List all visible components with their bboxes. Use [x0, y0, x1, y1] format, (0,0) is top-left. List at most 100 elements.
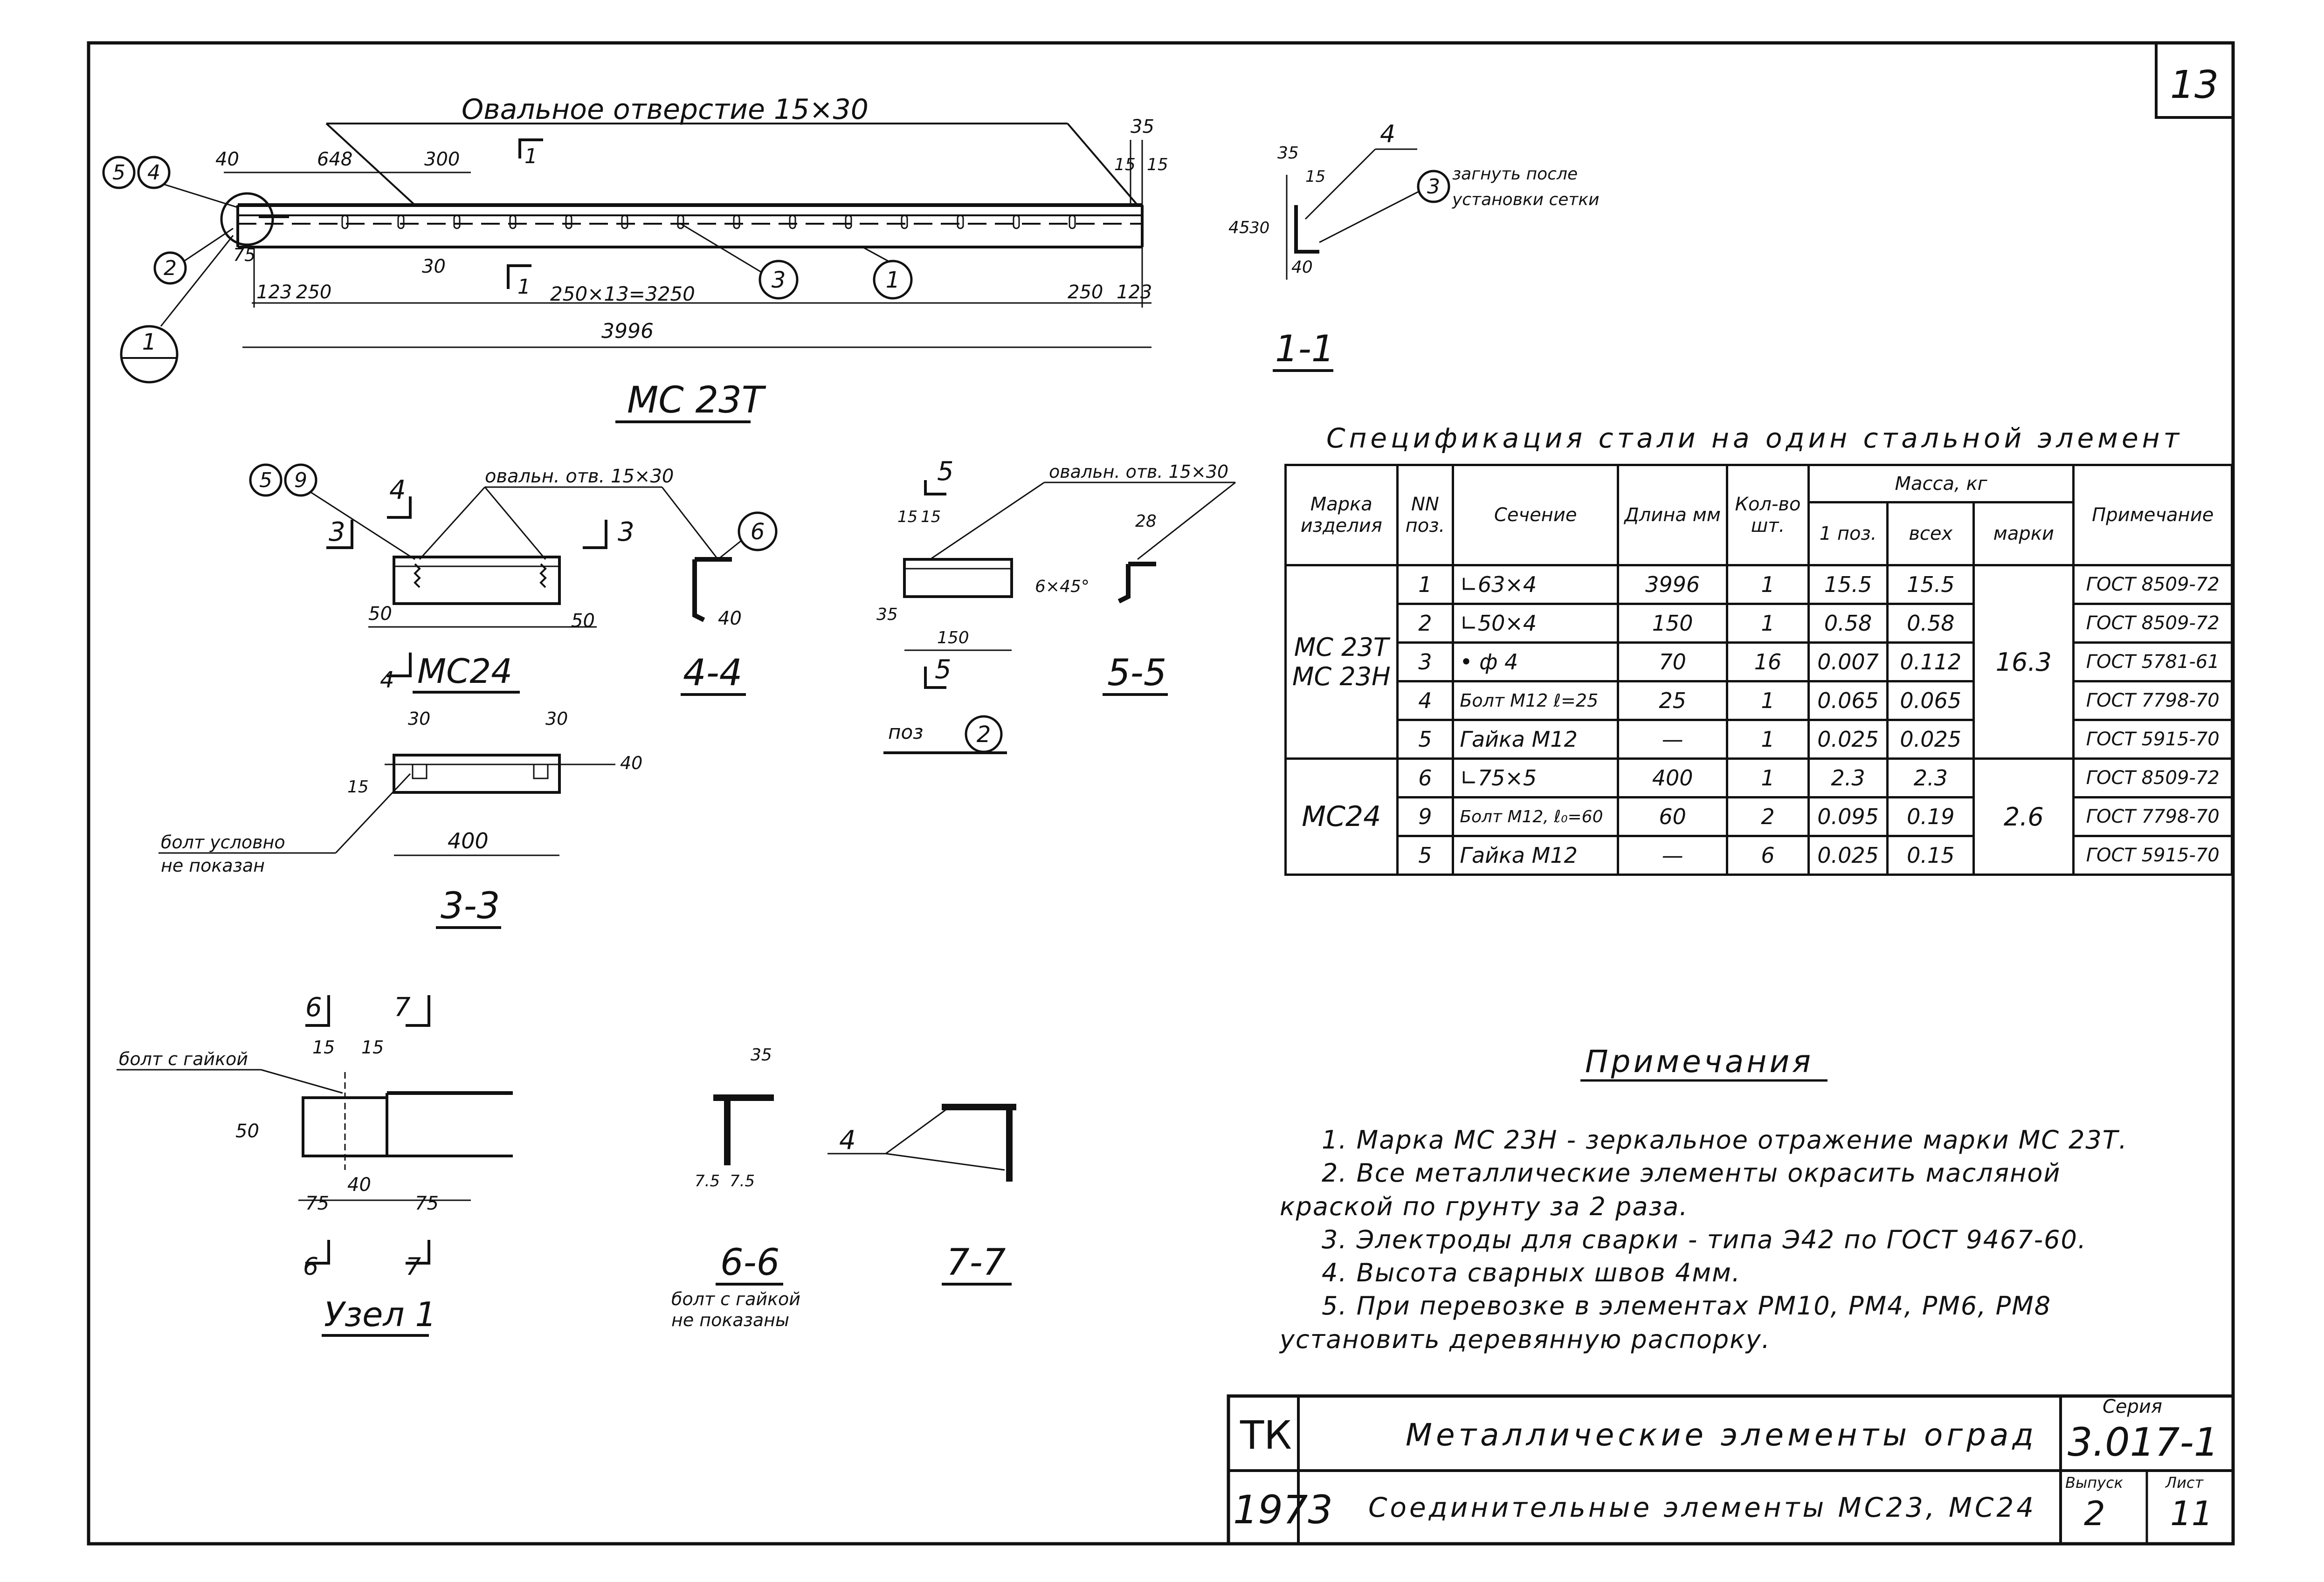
callout-1-leader [862, 246, 889, 262]
dim-span: 250×13=3250 [550, 282, 695, 305]
callout-3-label: 3 [772, 267, 786, 293]
table-cell: 3 [1396, 641, 1455, 682]
node-1-mark-7-bottom [406, 1240, 430, 1265]
oval-hole-leader-left [325, 123, 416, 206]
spec-group-2-mark: МС24 [1284, 757, 1399, 876]
section-1-1-weld-leader [1304, 148, 1376, 220]
sheet-number-box [2155, 41, 2234, 119]
table-cell: • ф 4 [1452, 641, 1620, 682]
table-cell: ГОСТ 5781-61 [2072, 641, 2233, 682]
table-cell: 0.58 [1886, 603, 1975, 644]
callout-3 [759, 260, 799, 300]
section-3-3-hole-left [412, 763, 428, 779]
table-row: 3 • ф 4 70 16 0.007 0.112 ГОСТ 5781-61 [1286, 641, 2233, 682]
ms24-section-3-right-label: 3 [618, 517, 634, 547]
spec-header-mass: Масса, кг [1807, 464, 2075, 503]
detail-ref-circle [120, 325, 179, 384]
section-5-5-chamfer: 6×45° [1035, 577, 1090, 596]
table-cell: 400 [1617, 757, 1729, 798]
table-cell: 0.025 [1807, 835, 1889, 876]
section-4-4-shape [692, 559, 705, 622]
callout-5 [102, 156, 136, 189]
section-7-7: 4 7-7 [828, 1104, 1016, 1286]
section-5-5-mark-top [924, 480, 946, 495]
table-cell: 15.5 [1886, 564, 1975, 605]
table-cell: Гайка М12 [1452, 835, 1620, 876]
dim-40: 40 [215, 149, 239, 170]
section-4-4-dim: 40 [718, 608, 742, 629]
section-1-1-callout-3-label: 3 [1427, 175, 1440, 199]
spec-group-1-mark-mass: 16.3 [1972, 564, 2075, 760]
node-1-bolt-leader [261, 1069, 343, 1094]
table-cell: 0.15 [1886, 835, 1975, 876]
note-line: установить деревянную распорку. [1280, 1324, 1771, 1354]
table-row: 5 Гайка М12 — 1 0.025 0.025 ГОСТ 5915-70 [1286, 719, 2233, 760]
table-row: МС 23Т МС 23Н 1 ∟63×4 3996 1 15.5 15.5 1… [1284, 564, 2233, 760]
table-cell: Болт М12 ℓ=25 [1452, 680, 1620, 721]
ms24-callout-5 [249, 463, 283, 497]
table-cell: ∟75×5 [1452, 757, 1620, 798]
table-cell: 2 [1726, 796, 1810, 837]
oval-hole [509, 214, 517, 229]
section-1-1-d15: 15 [1305, 167, 1325, 186]
oval-hole [397, 214, 405, 229]
section-mark-bottom [507, 264, 531, 289]
ms24-dim-50b: 50 [571, 610, 595, 632]
table-cell: 2.3 [1807, 757, 1889, 798]
section-6-6-note2: не показаны [671, 1310, 789, 1330]
callout-1-label: 1 [886, 267, 900, 293]
table-cell: ∟50×4 [1452, 603, 1620, 644]
table-cell: 0.025 [1807, 719, 1889, 760]
title-block-sheet-label: Лист [2165, 1474, 2204, 1492]
oval-hole [341, 214, 349, 229]
callout-3-leader [680, 223, 763, 274]
node-1-d15b: 15 [361, 1037, 384, 1058]
oval-hole [565, 214, 572, 229]
table-cell: 0.025 [1886, 719, 1975, 760]
oval-holes [341, 214, 1076, 229]
section-7-7-weld-leader-2 [885, 1153, 1005, 1171]
oval-hole [677, 214, 684, 229]
section-6-6-title: 6-6 [720, 1242, 779, 1284]
node-1-mark-7-bottom-label: 7 [406, 1253, 421, 1281]
table-cell: 0.112 [1886, 641, 1975, 682]
dim-15a: 15 [1114, 155, 1136, 174]
section-6-6: 35 7.5 7.5 6-6 болт с гайкой не показаны [671, 1045, 800, 1330]
section-5-5-title: 5-5 [1107, 652, 1166, 694]
section-1-1-callout-leader [1319, 190, 1420, 243]
section-5-5-oval-leader-2 [1137, 481, 1236, 560]
dim-75: 75 [233, 245, 255, 265]
section-1-1-d40: 40 [1291, 258, 1313, 277]
notes-block: 1. Марка МС 23Н - зеркальное отражение м… [1280, 1123, 2165, 1356]
table-cell: 60 [1617, 796, 1729, 837]
oval-hole [621, 214, 628, 229]
ms24-title: МС24 [417, 652, 512, 691]
section-6-6-d75a: 7.5 [695, 1172, 720, 1190]
ms24-section-3-left-label: 3 [329, 517, 345, 547]
table-row: 9 Болт М12, ℓ₀=60 60 2 0.095 0.19 ГОСТ 7… [1286, 796, 2233, 837]
ms24-section-4-bottom-label: 4 [380, 667, 394, 693]
section-1-1: 35 15 45 30 40 4 3 загнуть после установ… [1228, 120, 1600, 372]
title-block-issue: 2 [2084, 1494, 2105, 1533]
table-row: 5 Гайка М12 — 6 0.025 0.15 ГОСТ 5915-70 [1286, 835, 2233, 876]
dim-648: 648 [317, 149, 352, 170]
callout-2-label: 2 [164, 256, 177, 280]
section-6-6-d75b: 7.5 [730, 1172, 755, 1190]
oval-hole [845, 214, 852, 229]
table-cell: 0.007 [1807, 641, 1889, 682]
table-cell: ∟63×4 [1452, 564, 1620, 605]
table-cell: 70 [1617, 641, 1729, 682]
table-cell: ГОСТ 7798-70 [2072, 796, 2233, 837]
note-line: 5. При перевозке в элементах РМ10, РМ4, … [1322, 1291, 2052, 1321]
ms24-weld-left [414, 563, 421, 588]
table-cell: ГОСТ 5915-70 [2072, 835, 2233, 876]
ms24-dim-50a: 50 [368, 603, 392, 625]
callout-4 [137, 156, 171, 189]
callout-1 [873, 260, 913, 300]
node-1-mark-7-top [406, 995, 430, 1027]
title-block-series-label: Серия [2103, 1396, 2162, 1417]
spec-header-length: Длина мм [1617, 464, 1729, 566]
section-3-3-d30b: 30 [545, 708, 568, 729]
